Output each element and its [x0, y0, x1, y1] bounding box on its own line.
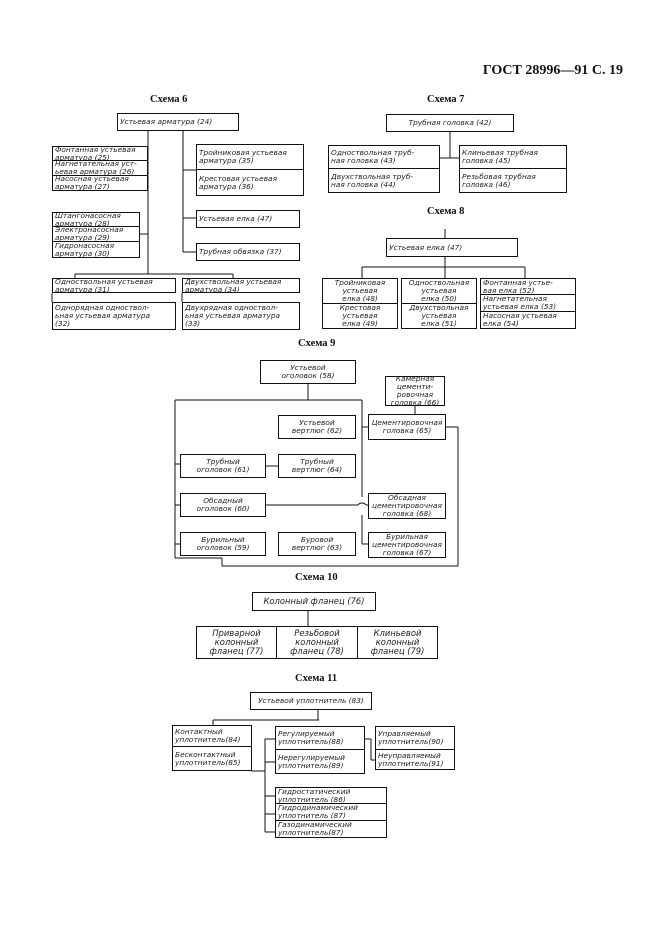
- scheme6-box-nasos: Насосная устьевая арматура (27): [52, 176, 148, 191]
- scheme6-box-elka: Устьевая елка (47): [196, 210, 300, 228]
- scheme11-box-gidrostat: Гидростатический уплотнитель (86): [275, 787, 387, 804]
- scheme11-box-gidrodin: Гидродинамический уплотнитель (87): [275, 804, 387, 821]
- scheme10-box-rezbovoi: Резьбовой колонный фланец (78): [276, 626, 358, 659]
- scheme11-box-upravlyaemyi: Управляемый уплотнитель(90): [375, 726, 455, 750]
- scheme7-root-box: Трубная головка (42): [386, 114, 514, 132]
- scheme-9-title: Схема 9: [298, 338, 336, 349]
- scheme7-box-dvukhstv: Двухствольная труб- ная головка (44): [328, 169, 440, 193]
- scheme6-box-dvukhryad: Двухрядная одноствол- ьная устьевая арма…: [182, 302, 300, 330]
- scheme6-box-elektro: Электронасосная арматура (29): [52, 227, 140, 242]
- scheme9-box-trubnyi64: Трубный вертлюг (64): [278, 454, 356, 478]
- scheme6-box-odnostv: Одноствольная устьевая арматура (31): [52, 278, 176, 293]
- scheme9-box-burovoi63: Буровой вертлюг (63): [278, 532, 356, 556]
- scheme7-box-odnostv: Одноствольная труб- ная головка (43): [328, 145, 440, 169]
- scheme9-box-burilnaya67: Бурильная цементировочная головка (67): [368, 532, 446, 558]
- scheme6-box-obvyazka: Трубная обвязка (37): [196, 243, 300, 261]
- scheme6-box-krest: Крестовая устьевая арматура (36): [196, 170, 304, 196]
- scheme11-box-nereguliruemyi: Нерегулируемый уплотнитель(89): [275, 750, 365, 774]
- scheme6-box-odnoryad: Однорядная одноствол- ьная устьевая арма…: [52, 302, 176, 330]
- scheme9-box-vertlyug62: Устьевой вертлюг (62): [278, 415, 356, 439]
- scheme9-box-obsadnaya68: Обсадная цементировочная головка (68): [368, 493, 446, 519]
- scheme8-box-nagnet: Нагнетательная устьевая елка (53): [480, 295, 576, 312]
- page-header: ГОСТ 28996—91 С. 19: [482, 63, 623, 78]
- scheme6-box-shtang: Штангонасосная арматура (28): [52, 212, 140, 227]
- scheme6-box-fontan: Фонтанная устьевая арматура (25): [52, 146, 148, 161]
- scheme-11-title: Схема 11: [295, 673, 338, 684]
- scheme11-box-kontaktnyi: Контактный уплотнитель(84): [172, 725, 252, 747]
- scheme6-box-dvukhstv: Двухствольная устьевая арматура (34): [182, 278, 300, 293]
- scheme9-box-trubnyi61: Трубный оголовок (61): [180, 454, 266, 478]
- scheme8-box-fontan: Фонтанная устье- вая елка (52): [480, 278, 576, 295]
- scheme6-box-gidro: Гидронасосная арматура (30): [52, 242, 140, 258]
- scheme-7-title: Схема 7: [427, 94, 465, 105]
- scheme11-box-neupravlyaemyi: Неуправляемый уплотнитель(91): [375, 750, 455, 770]
- scheme8-box-odnostv: Одноствольная устьевая елка (50): [401, 278, 477, 304]
- scheme11-box-reguliruemyi: Регулируемый уплотнитель(88): [275, 726, 365, 750]
- scheme6-box-nagnet: Нагнетательная уст- ьевая арматура (26): [52, 161, 148, 176]
- scheme11-root-box: Устьевой уплотнитель (83): [250, 692, 372, 710]
- scheme8-box-krest: Крестовая устьевая елка (49): [322, 304, 398, 329]
- scheme11-box-gazodin: Газодинамический уплотнитель(87): [275, 821, 387, 838]
- scheme-6-title: Схема 6: [150, 94, 188, 105]
- scheme6-box-troinik: Тройниковая устьевая арматура (35): [196, 144, 304, 170]
- scheme10-root-box: Колонный фланец (76): [252, 592, 376, 611]
- scheme-10-title: Схема 10: [295, 572, 338, 583]
- scheme9-root-box: Устьевой оголовок (58): [260, 360, 356, 384]
- scheme-8-title: Схема 8: [427, 206, 465, 217]
- scheme9-box-kamernaya: Камерная цементи- ровочная головка (66): [385, 376, 445, 406]
- scheme8-box-troinik: Тройниковая устьевая елка (48): [322, 278, 398, 304]
- scheme8-box-nasos: Насосная устьевая елка (54): [480, 312, 576, 329]
- scheme6-root-box: Устьевая арматура (24): [117, 113, 239, 131]
- scheme10-box-privarnoi: Приварной колонный фланец (77): [196, 626, 277, 659]
- scheme9-box-obsadnyi60: Обсадный оголовок (60): [180, 493, 266, 517]
- scheme7-box-klinev: Клиньевая трубная головка (45): [459, 145, 567, 169]
- scheme10-box-klinevoi: Клиньевой колонный фланец (79): [357, 626, 438, 659]
- scheme9-box-burilnyi59: Бурильный оголовок (59): [180, 532, 266, 556]
- scheme9-box-cement65: Цементировочная головка (65): [368, 414, 446, 440]
- scheme7-box-rezbov: Резьбовая трубная головка (46): [459, 169, 567, 193]
- scheme8-box-dvukhstv: Двухствольная устьевая елка (51): [401, 304, 477, 329]
- scheme11-box-beskontaktnyi: Бесконтактный уплотнитель(85): [172, 747, 252, 771]
- scheme8-root-box: Устьевая елка (47): [386, 238, 518, 257]
